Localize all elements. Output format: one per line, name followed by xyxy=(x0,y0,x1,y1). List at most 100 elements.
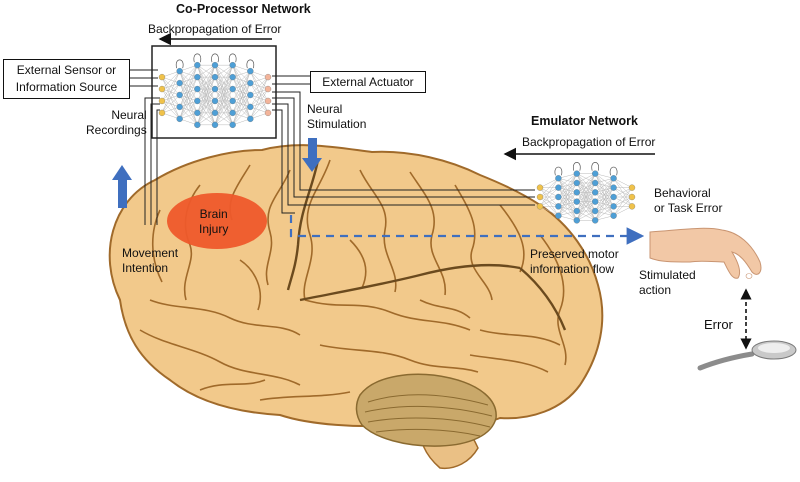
movement-line1: Movement xyxy=(122,246,179,260)
network-node xyxy=(211,97,219,105)
stimulated-action-label: Stimulated action xyxy=(639,268,696,298)
network-node xyxy=(592,179,599,187)
neural-recordings-label: Neural Recordings xyxy=(86,108,147,138)
external-actuator-box: External Actuator xyxy=(310,71,426,93)
behavioral-error-label: Behavioral or Task Error xyxy=(654,186,722,216)
network-node xyxy=(592,217,599,224)
network-node xyxy=(592,189,599,196)
network-node xyxy=(158,73,166,81)
network-node xyxy=(211,85,219,93)
cerebellum xyxy=(355,373,497,447)
network-node xyxy=(555,184,562,191)
network-node xyxy=(628,184,636,191)
network-node xyxy=(555,175,562,182)
neural-stimulation-line1: Neural xyxy=(307,102,343,116)
error-label: Error xyxy=(704,317,733,332)
network-node xyxy=(194,85,201,93)
network-node xyxy=(158,85,166,93)
coprocessor-network-box xyxy=(151,45,277,139)
network-node xyxy=(194,121,201,128)
network-node xyxy=(610,193,617,201)
network-node xyxy=(229,73,236,81)
emulator-title: Emulator Network xyxy=(531,114,638,128)
network-node xyxy=(573,179,580,187)
network-node xyxy=(158,109,166,117)
network-node xyxy=(211,73,219,81)
network-node xyxy=(592,207,599,215)
coprocessor-network-icon xyxy=(158,53,272,128)
neural-recordings-line2: Recordings xyxy=(86,123,147,137)
network-node xyxy=(194,73,201,81)
stimulated-line1: Stimulated xyxy=(639,268,696,282)
brain-injury-line2: Injury xyxy=(199,222,229,236)
network-node xyxy=(592,198,599,205)
network-node xyxy=(229,109,236,117)
network-node xyxy=(176,79,183,87)
network-node xyxy=(264,85,272,93)
network-node xyxy=(176,91,183,99)
neural-stimulation-line2: Stimulation xyxy=(307,117,367,131)
network-node xyxy=(610,175,617,182)
network-node xyxy=(264,73,272,81)
behavioral-line2: or Task Error xyxy=(654,201,723,215)
network-node xyxy=(247,79,254,87)
preserved-line1: Preserved motor xyxy=(530,247,619,261)
network-node xyxy=(229,97,236,105)
emulator-backprop-label: Backpropagation of Error xyxy=(522,135,656,149)
network-node xyxy=(536,193,544,201)
network-node xyxy=(573,189,580,196)
brain-outline xyxy=(108,144,604,430)
network-node xyxy=(247,103,254,111)
external-sensor-line2: Information Source xyxy=(15,80,118,94)
network-node xyxy=(176,103,183,111)
network-node xyxy=(176,67,183,75)
network-node xyxy=(247,91,254,99)
network-node xyxy=(211,62,219,69)
spoon-icon xyxy=(697,340,797,371)
network-node xyxy=(555,193,562,201)
emulator-network-icon xyxy=(536,162,636,224)
brain-injury-region xyxy=(167,193,267,249)
network-node xyxy=(194,109,201,117)
network-node xyxy=(264,109,272,117)
network-node xyxy=(158,97,166,105)
network-node xyxy=(610,184,617,191)
preserved-flow-label: Preserved motor information flow xyxy=(530,247,619,277)
stimulated-line2: action xyxy=(639,283,672,297)
network-node xyxy=(573,170,580,177)
network-node xyxy=(229,62,236,69)
network-node xyxy=(610,203,617,210)
network-node xyxy=(176,115,183,123)
recordings-up-arrow xyxy=(112,165,132,208)
preserved-motor-flow-arrow xyxy=(289,215,645,245)
brain-injury-line1: Brain xyxy=(199,207,228,221)
network-node xyxy=(194,97,201,105)
network-node xyxy=(592,170,599,177)
stimulation-down-arrow xyxy=(302,138,322,172)
brain-gyri xyxy=(139,159,567,401)
neural-stimulation-label: Neural Stimulation xyxy=(307,102,366,132)
network-node xyxy=(573,198,580,205)
network-node xyxy=(628,193,636,201)
brain xyxy=(108,144,604,470)
brain-fissures xyxy=(286,159,567,331)
network-node xyxy=(573,207,580,215)
network-node xyxy=(194,62,201,69)
movement-intention-label: Movement Intention xyxy=(122,246,178,276)
network-node xyxy=(555,203,562,210)
brain-injury-label: Brain Injury xyxy=(199,207,228,237)
network-node xyxy=(536,203,544,210)
network-node xyxy=(573,217,580,224)
network-node xyxy=(536,184,544,191)
network-node xyxy=(628,203,636,210)
preserved-line2: information flow xyxy=(530,262,615,276)
network-node xyxy=(211,109,219,117)
network-node xyxy=(211,121,219,128)
movement-line2: Intention xyxy=(122,261,169,275)
network-node xyxy=(247,115,254,123)
network-node xyxy=(229,85,236,93)
cerebellum-folds xyxy=(364,394,493,437)
coprocessor-backprop-label: Backpropagation of Error xyxy=(148,22,282,36)
